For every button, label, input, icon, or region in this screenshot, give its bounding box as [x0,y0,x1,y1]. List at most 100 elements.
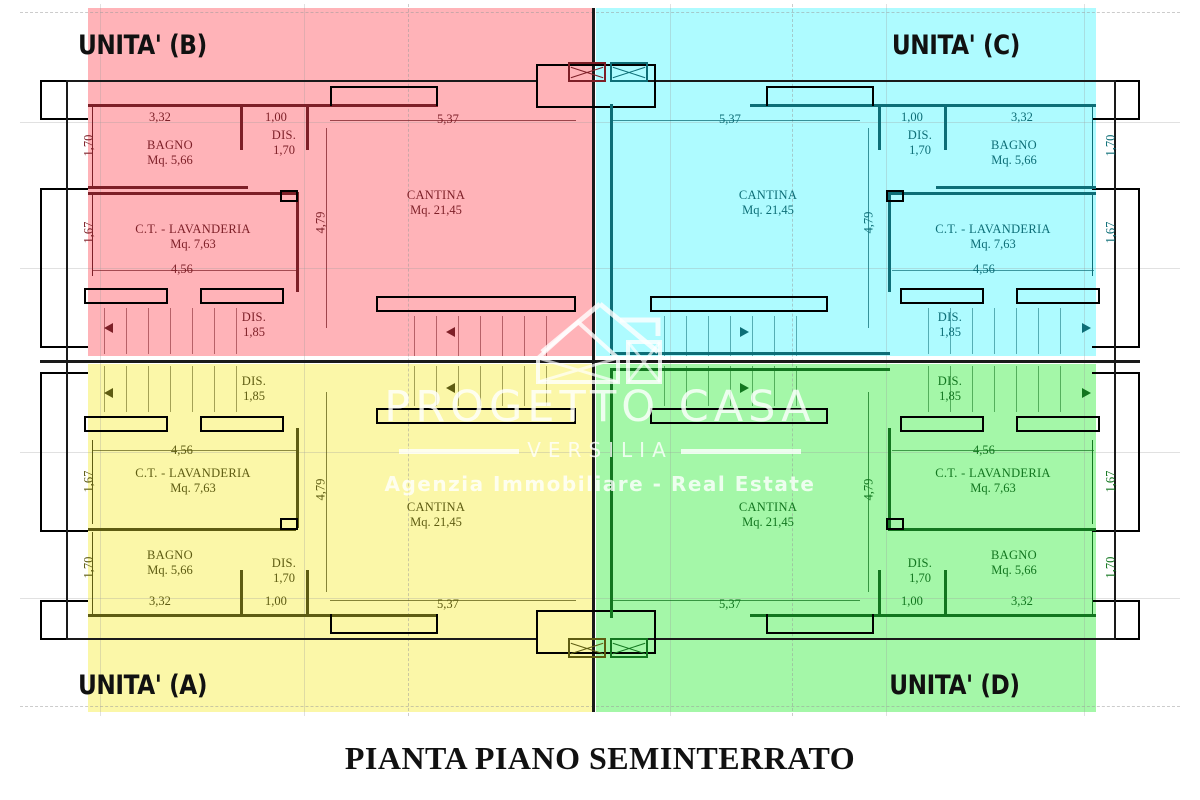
unit-c-left-wall-bottom [610,352,890,355]
unit-d-room-lavanderia: C.T. - LAVANDERIA Mq. 7,63 [898,466,1088,496]
unit-d-bottom-stub [766,614,874,634]
construction-line [20,598,1180,599]
dimension-tick [1092,104,1093,188]
room-area: Mq. 21,45 [410,514,462,529]
stair-direction-arrow-right [1082,323,1091,333]
unit-d-left-wall-top [610,368,890,371]
outer-wall-right-bottom [1092,600,1140,640]
unit-d-lav-dim-line [892,450,1094,451]
unit-c-cantina-dim-line [610,120,860,121]
unit-a-dim-bagno-height: 1,70 [81,556,96,579]
unit-a-stairs-right [400,366,576,406]
room-name: C.T. - LAVANDERIA [135,466,251,480]
construction-line [20,268,1180,269]
unit-b-dim-bagno-height: 1,70 [81,134,96,157]
unit-c-room-lavanderia: C.T. - LAVANDERIA Mq. 7,63 [898,222,1088,252]
central-horizontal-party-wall [40,360,1140,363]
unit-d-title: UNITA' (D) [889,670,1021,701]
unit-b-lav-corner-jog [280,190,298,202]
unit-c-room-cantina: CANTINA Mq. 21,45 [708,188,828,218]
unit-a-bottom-inner-wall [88,614,438,617]
unit-a-dim-bagno-width: 3,32 [149,594,171,608]
crossed-vent-box-icon [568,638,606,658]
unit-b-lav-top-wall [88,192,296,195]
room-name: CANTINA [406,188,466,202]
unit-b-step-left [84,288,168,304]
room-area: 1,70 [273,142,295,157]
unit-d-left-wall [610,368,613,618]
outer-wall-bottom-left [66,638,536,640]
unit-d-cantina-dim-line [610,600,860,601]
room-area: Mq. 5,66 [991,152,1037,167]
unit-a-room-dis-bottom: DIS. 1,70 [252,556,316,586]
unit-d-bagno-left-wall [944,570,947,616]
stair-direction-arrow-right [740,383,749,393]
unit-c-dim-bagno-height: 1,70 [1103,134,1118,157]
stair-direction-arrow-right [1082,388,1091,398]
room-name: DIS. [271,556,297,570]
room-area: 1,85 [243,324,265,339]
unit-a-bottom-stub [330,614,438,634]
unit-a-dis-right-wall [306,570,309,616]
unit-d-lav-left-wall [888,428,891,528]
room-area: 1,85 [243,388,265,403]
room-area: 1,85 [939,324,961,339]
room-name: C.T. - LAVANDERIA [935,466,1051,480]
unit-d-stairs-right [916,366,1092,412]
room-name: CANTINA [406,500,466,514]
unit-a-lav-bottom-wall [88,528,296,531]
room-area: Mq. 21,45 [410,202,462,217]
unit-c-title: UNITA' (C) [891,30,1021,61]
unit-c-bagno-left-wall [944,104,947,150]
unit-b-step-right [200,288,284,304]
construction-line [20,122,1180,123]
unit-a-dim-dis-width: 1,00 [265,594,287,608]
unit-c-left-wall [610,104,613,354]
room-name: C.T. - LAVANDERIA [135,222,251,236]
room-name: BAGNO [991,138,1037,152]
room-area: 1,70 [909,570,931,585]
room-name: DIS. [937,310,963,324]
unit-a-title: UNITA' (A) [78,670,208,701]
unit-d-cantina-vdim-line [868,392,869,592]
unit-b-cantina-dim-line [330,120,576,121]
unit-a-room-cantina: CANTINA Mq. 21,45 [376,500,496,530]
outer-wall-left-mid [40,188,88,348]
unit-c-dis-left-wall [878,104,881,150]
unit-b-dim-dis-width: 1,00 [265,110,287,124]
unit-b-bagno-bottom-wall [88,186,248,189]
room-name: DIS. [271,128,297,142]
unit-a-cantina-dim-line [330,600,576,601]
unit-c-top-stub [766,86,874,106]
unit-a-lav-right-wall [296,428,299,528]
unit-b-stairs-right [400,316,576,356]
unit-d-step-left [900,416,984,432]
unit-c-bagno-bottom-wall [936,186,1096,189]
dimension-tick [1092,532,1093,616]
unit-b-cantina-vdim-line [326,128,327,328]
unit-d-dim-lav-height: 1,67 [1103,470,1118,493]
room-name: DIS. [241,374,267,388]
page-title: PIANTA PIANO SEMINTERRATO [344,740,856,776]
unit-a-bagno-right-wall [240,570,243,616]
construction-line [20,452,1180,453]
room-area: Mq. 5,66 [147,152,193,167]
room-name: CANTINA [738,500,798,514]
unit-b-room-cantina: CANTINA Mq. 21,45 [376,188,496,218]
unit-c-dim-lav-width: 4,56 [973,262,995,276]
unit-b-dim-lav-width: 4,56 [171,262,193,276]
outer-wall-left-mid2 [40,372,88,532]
unit-d-room-dis-bottom: DIS. 1,70 [888,556,952,586]
unit-a-lav-corner-jog [280,518,298,530]
room-name: DIS. [907,128,933,142]
unit-b-dis-right-wall [306,104,309,150]
crossed-vent-box-icon [610,638,648,658]
unit-a-room-dis-corridor: DIS. 1,85 [224,374,284,404]
unit-c-dim-lav-height: 1,67 [1103,221,1118,244]
unit-c-stairs-right [916,308,1092,354]
outer-wall-bottom-right [648,638,1116,640]
outer-wall-right-top [1092,80,1140,120]
unit-c-lav-dim-line [892,270,1094,271]
stair-direction-arrow-left [104,388,113,398]
dimension-tick [92,532,93,616]
